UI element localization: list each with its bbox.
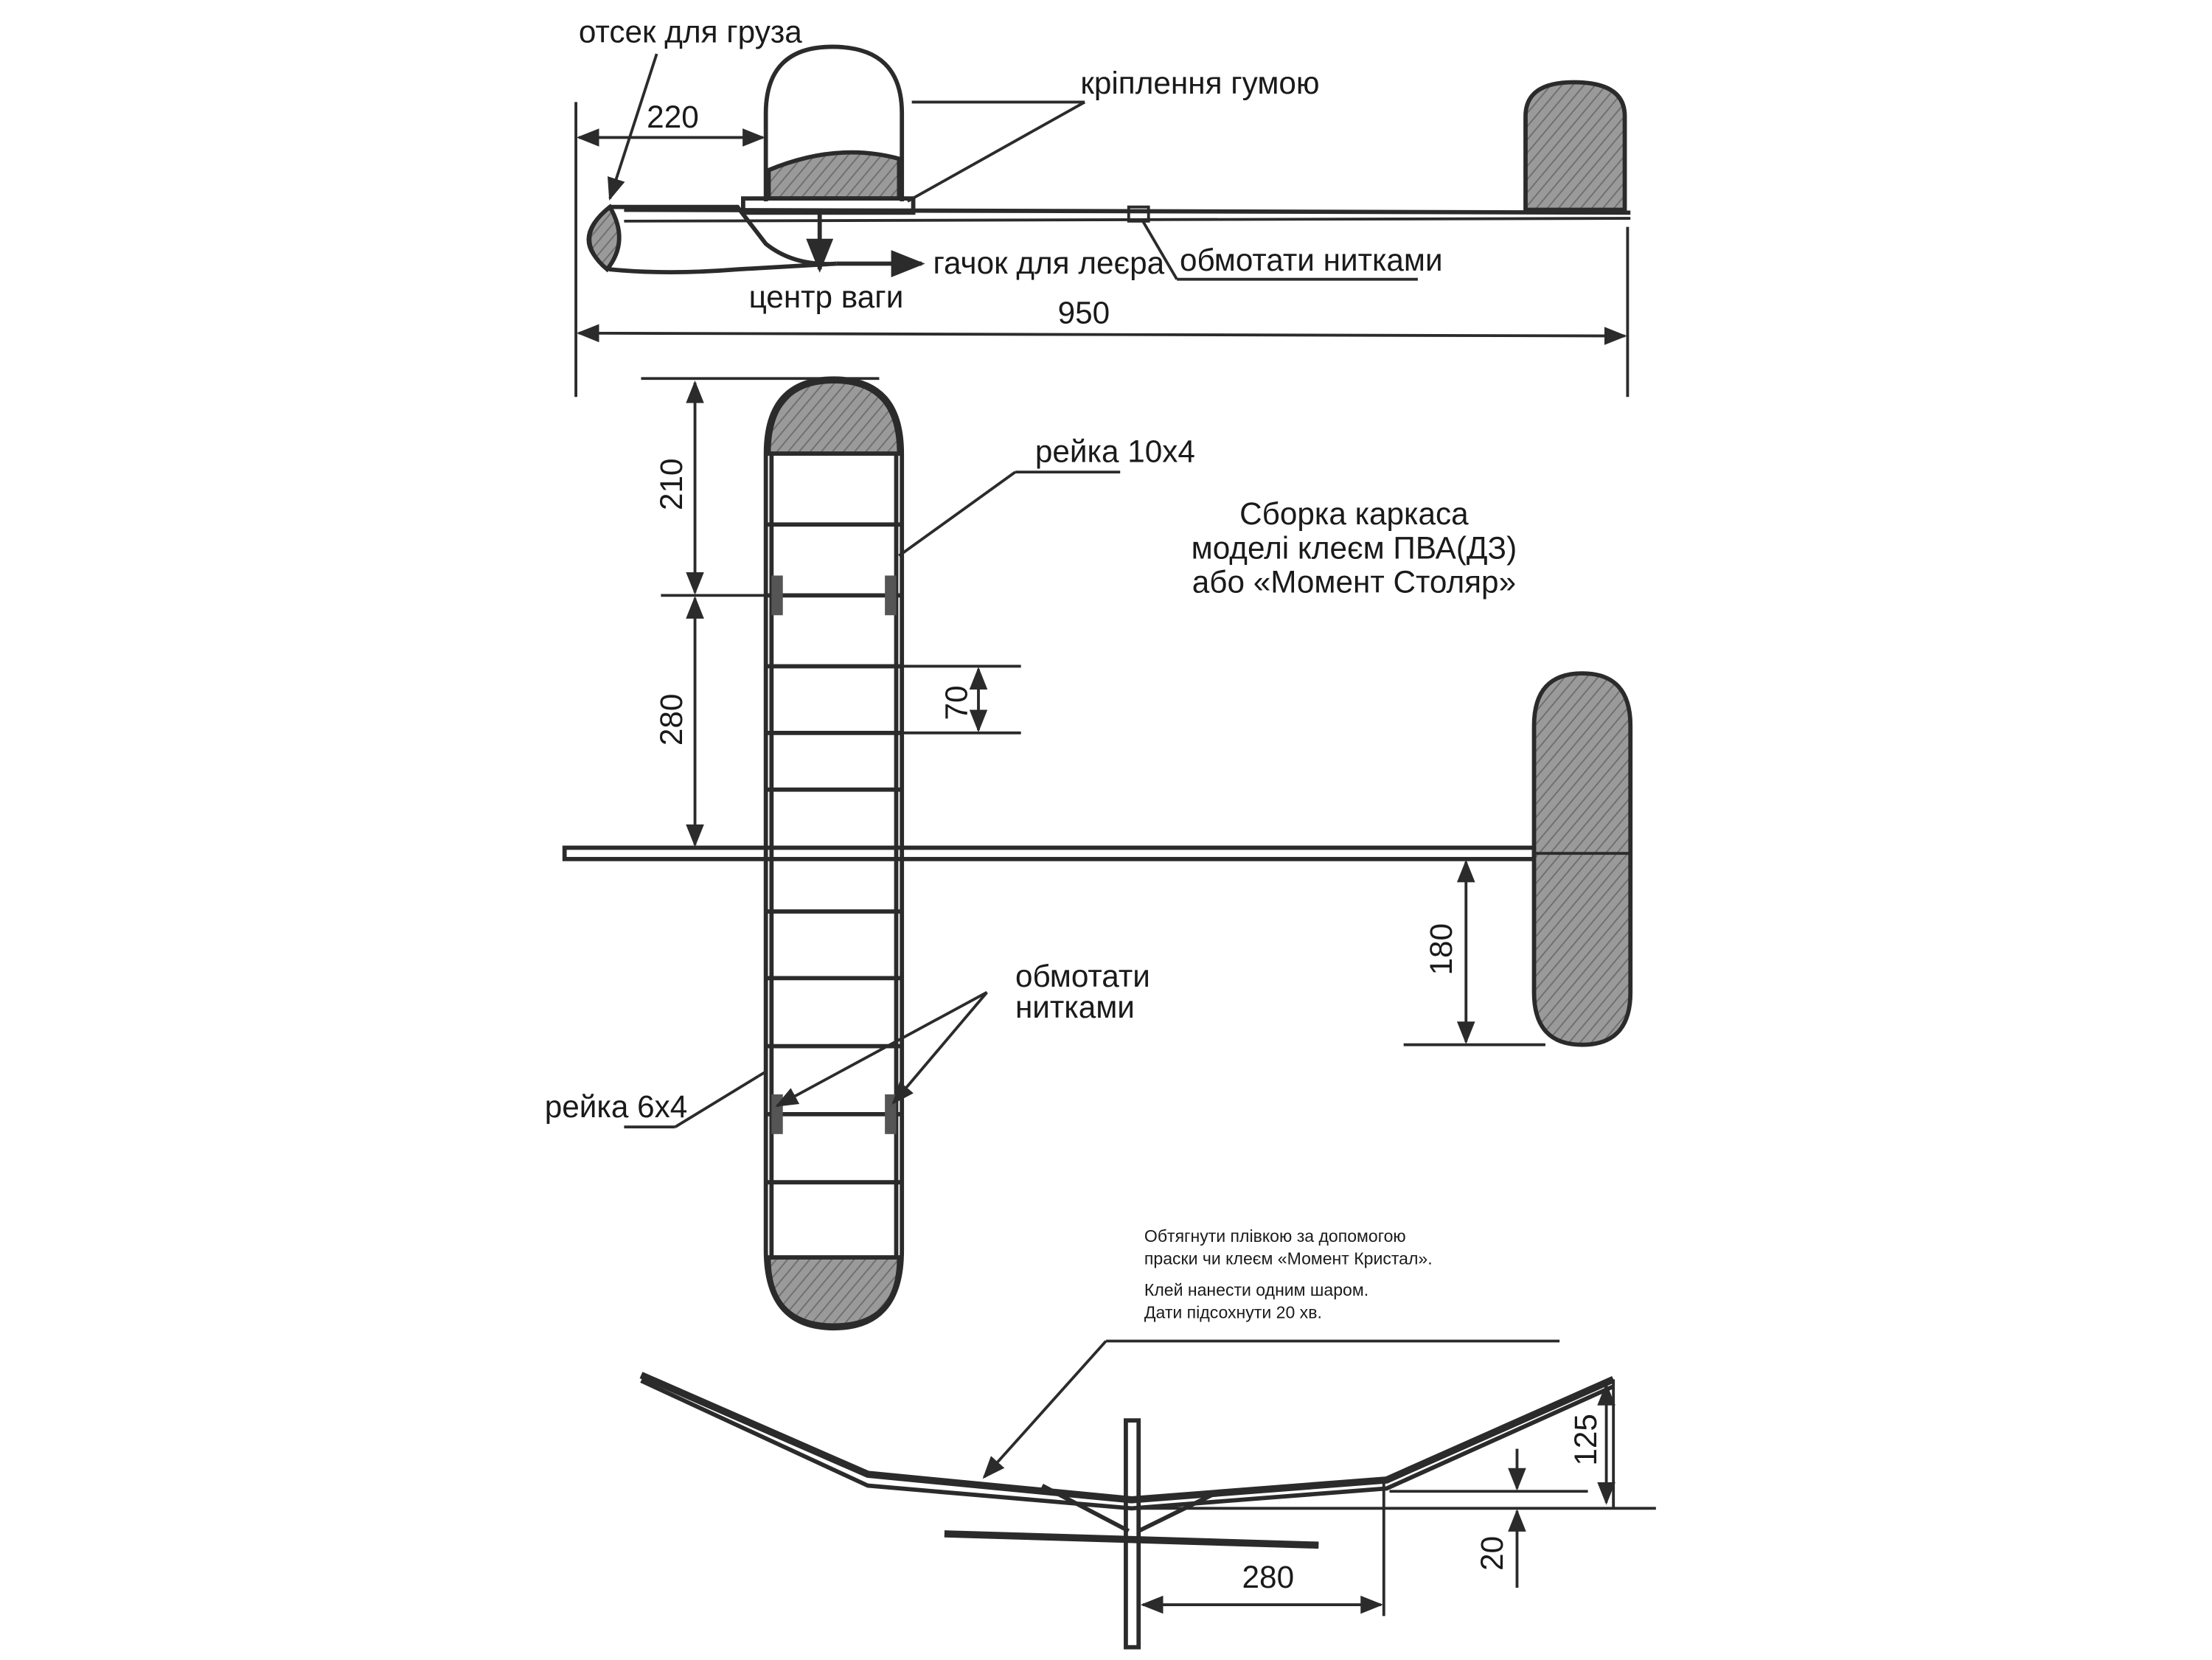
wrap-label-2: нитками: [1015, 990, 1135, 1024]
wrap-leader-2: [891, 991, 988, 1105]
thread-wrap-block: [1127, 205, 1150, 223]
spar-joint-1: [771, 575, 783, 616]
front-wing-lower: [640, 1378, 1615, 1511]
fuselage-boom-top: [562, 845, 1537, 861]
dim-210-label: 210: [654, 458, 689, 510]
dim-950-line: [576, 324, 1627, 345]
wing-section: [766, 150, 902, 201]
assembly-note-line-2: моделі клеєм ПВА(ДЗ): [1192, 530, 1517, 565]
dim-125-label: 125: [1568, 1414, 1603, 1466]
dim-280-label: 280: [654, 694, 689, 746]
rail-6x4-label: рейка 6х4: [545, 1089, 688, 1124]
cargo-bay-label: отсек для груза: [579, 15, 802, 49]
center-of-gravity-label: центр ваги: [749, 279, 904, 314]
wrap-leader-1: [775, 990, 988, 1108]
film-note-line-3: Клей нанести одним шаром.: [1144, 1280, 1368, 1299]
assembly-note-line-3: або «Момент Столяр»: [1192, 565, 1516, 600]
rail-10x4-label: рейка 10х4: [1035, 434, 1195, 469]
rail-6x4-leader: [758, 1070, 767, 1077]
wrap-label-1: обмотати: [1015, 959, 1150, 993]
fuselage-nose: [586, 204, 837, 274]
film-note-line-4: Дати підсохнути 20 хв.: [1144, 1303, 1322, 1322]
dim-280-front-label: 280: [1242, 1560, 1295, 1594]
front-view: Обтягнути плівкою за допомогою праски чи…: [639, 1226, 1656, 1650]
rail-10x4-leader: [898, 470, 1017, 558]
rubber-mount-label: кріплення гумою: [1080, 66, 1319, 100]
assembly-note-line-1: Сборка каркаса: [1239, 496, 1469, 531]
spar-joint-2: [885, 575, 897, 616]
cargo-leader: [608, 53, 658, 201]
spar-joint-3: [771, 1094, 783, 1134]
wing-tip-top: [766, 379, 902, 456]
wrap-leader: [1141, 220, 1178, 280]
dim-20-label: 20: [1475, 1536, 1509, 1571]
nose-cone: [587, 204, 622, 273]
wing-ribs: [765, 451, 902, 1185]
front-fuselage: [1124, 1418, 1141, 1650]
wing-outline: [763, 376, 905, 1331]
canopy-dome: [763, 44, 905, 201]
dim-180-label: 180: [1424, 923, 1458, 976]
film-note-line-2: праски чи клеєм «Момент Кристал».: [1144, 1249, 1433, 1268]
front-stabilizer: [944, 1530, 1319, 1549]
tail-fin: [1523, 80, 1627, 212]
rubber-leader: [906, 100, 1086, 203]
dim-70-label: 70: [939, 685, 974, 720]
tow-hook-label: гачок для леєра: [933, 246, 1164, 280]
dim-950-label: 950: [1058, 295, 1110, 330]
side-view: отсек для груза 220 кріплення гумою гачо…: [574, 15, 1631, 397]
film-leader: [982, 1340, 1107, 1479]
top-view: рейка 10х4 рейка 6х4 обмотати нитками 21…: [545, 376, 1633, 1331]
front-wing-upper: [639, 1372, 1615, 1504]
wing-tip-bottom: [766, 1255, 902, 1328]
wrap-threads-label: обмотати нитками: [1180, 243, 1443, 277]
dim-220-label: 220: [647, 100, 699, 134]
stabilizer: [1531, 671, 1633, 1047]
wing-mount-plate: [741, 196, 916, 215]
film-note-line-1: Обтягнути плівкою за допомогою: [1144, 1226, 1406, 1246]
